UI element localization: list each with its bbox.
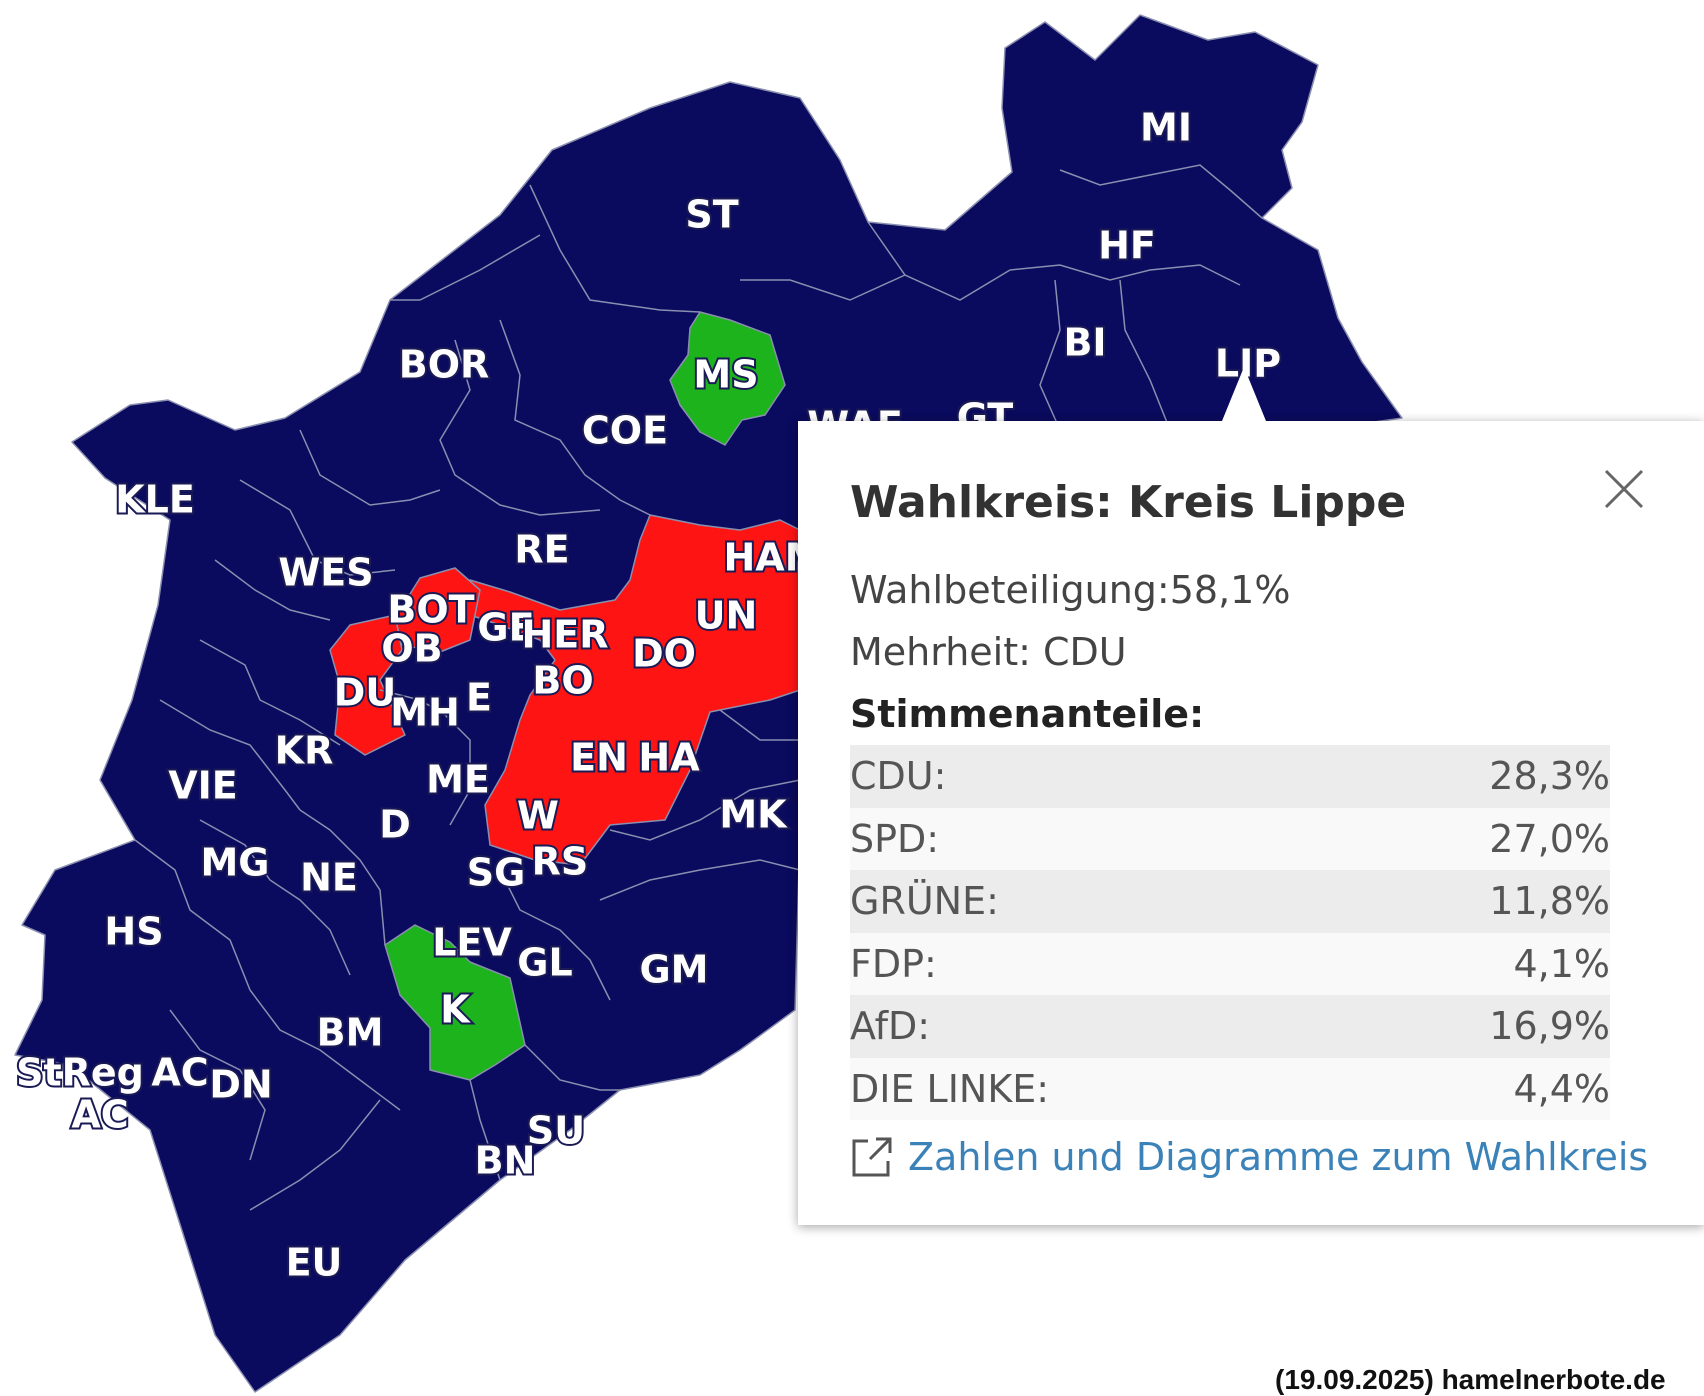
vote-shares-table: CDU: 28,3% SPD: 27,0% GRÜNE: 11,8% FDP: …: [850, 745, 1610, 1120]
table-row: FDP: 4,1%: [850, 932, 1610, 995]
party-share: 11,8%: [1323, 870, 1610, 933]
label-hs: HS: [104, 910, 163, 954]
label-ne: NE: [300, 856, 358, 900]
details-link-label: Zahlen und Diagramme zum Wahlkreis: [908, 1135, 1649, 1179]
label-gm: GM: [639, 948, 708, 992]
label-ha: HA: [638, 736, 700, 780]
table-row: CDU: 28,3%: [850, 745, 1610, 808]
label-mi: MI: [1140, 106, 1192, 150]
party-name: AfD:: [850, 995, 1324, 1058]
label-rs: RS: [532, 840, 589, 884]
label-coe: COE: [582, 409, 668, 453]
label-kle: KLE: [115, 478, 195, 522]
label-mk: MK: [719, 793, 788, 837]
label-re: RE: [514, 528, 569, 572]
label-su: SU: [527, 1109, 585, 1153]
table-row: GRÜNE: 11,8%: [850, 870, 1610, 933]
label-d: D: [379, 803, 411, 847]
label-bor: BOR: [399, 343, 490, 387]
label-lev: LEV: [432, 921, 512, 965]
label-eu: EU: [286, 1241, 343, 1285]
label-streg: StReg: [16, 1051, 144, 1095]
external-link-icon: [852, 1137, 892, 1177]
map-district-borders: [134, 164, 1263, 1211]
label-sg: SG: [467, 851, 526, 895]
label-du: DU: [334, 671, 396, 715]
popup-pointer: [1222, 367, 1266, 421]
table-row: DIE LINKE: 4,4%: [850, 1057, 1610, 1120]
label-bm: BM: [317, 1011, 384, 1055]
popup-title: Wahlkreis: Kreis Lippe: [850, 477, 1407, 528]
label-un: UN: [695, 594, 758, 638]
table-row: SPD: 27,0%: [850, 807, 1610, 870]
label-bi: BI: [1063, 321, 1106, 365]
district-info-popup: Wahlkreis: Kreis Lippe Wahlbeteiligung:5…: [798, 367, 1704, 1225]
party-share: 4,4%: [1323, 1057, 1610, 1120]
party-name: GRÜNE:: [850, 870, 1324, 933]
close-icon[interactable]: [1602, 467, 1646, 511]
party-name: DIE LINKE:: [850, 1057, 1324, 1120]
turnout-text: Wahlbeteiligung:58,1%: [850, 568, 1291, 612]
map-region-gruene-k: [384, 924, 526, 1081]
party-share: 4,1%: [1323, 932, 1610, 995]
source-credit: (19.09.2025) hamelnerbote.de: [1275, 1364, 1666, 1395]
party-name: CDU:: [850, 745, 1324, 808]
map-region-spd-du: [329, 614, 406, 756]
label-ac: AC: [71, 1093, 128, 1137]
party-share: 27,0%: [1323, 807, 1610, 870]
label-ms: MS: [693, 353, 758, 397]
table-row: AfD: 16,9%: [850, 995, 1610, 1058]
party-share: 16,9%: [1323, 995, 1610, 1058]
label-w: W: [517, 794, 559, 838]
map-region-gruene-ms: [669, 311, 786, 446]
label-ge: GE: [477, 606, 534, 650]
label-bot: BOT: [387, 588, 474, 632]
majority-text: Mehrheit: CDU: [850, 630, 1127, 674]
label-st: ST: [685, 193, 738, 237]
party-name: FDP:: [850, 932, 1324, 995]
label-ac-city: AC: [151, 1051, 208, 1095]
shares-heading: Stimmenanteile:: [850, 692, 1205, 736]
party-name: SPD:: [850, 807, 1324, 870]
label-bn: BN: [475, 1139, 536, 1183]
label-bo: BO: [532, 659, 593, 703]
label-hf: HF: [1098, 224, 1156, 268]
map-district-labels: MI HF ST BI LIP MS BOR COE WAF GT KLE RE…: [14, 104, 1283, 1287]
label-e: E: [466, 676, 492, 720]
label-mh: MH: [390, 691, 460, 735]
party-share: 28,3%: [1323, 745, 1610, 808]
label-do: DO: [632, 632, 696, 676]
details-link[interactable]: Zahlen und Diagramme zum Wahlkreis: [850, 1124, 1650, 1190]
label-en: EN: [570, 736, 628, 780]
label-gl: GL: [517, 941, 572, 985]
label-dn: DN: [209, 1063, 272, 1107]
label-vie: VIE: [168, 764, 238, 808]
label-me: ME: [426, 758, 490, 802]
label-mg: MG: [200, 841, 269, 885]
label-her: HER: [521, 613, 608, 657]
label-ob: OB: [381, 627, 442, 671]
label-wes: WES: [278, 551, 373, 595]
label-k: K: [440, 988, 471, 1032]
label-kr: KR: [275, 729, 334, 773]
